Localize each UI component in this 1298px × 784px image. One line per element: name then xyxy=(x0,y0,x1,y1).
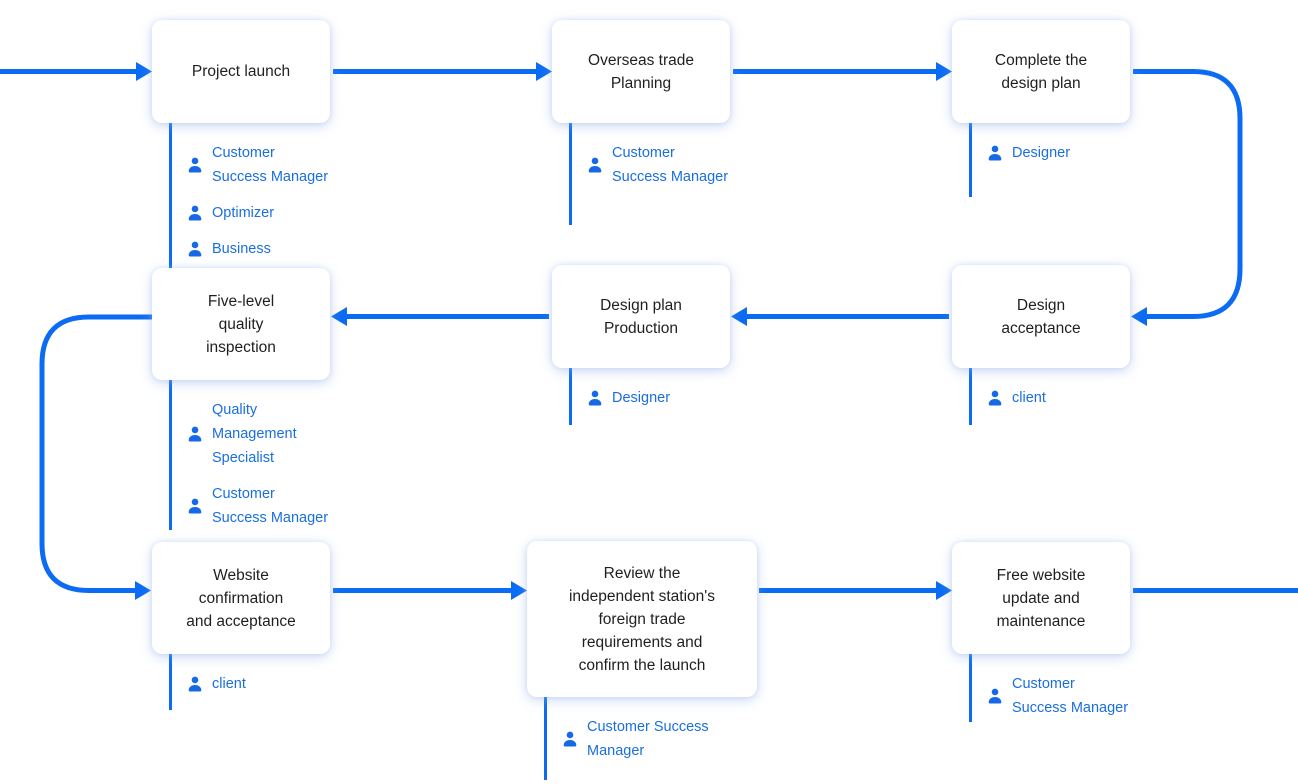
arrowhead xyxy=(731,307,747,326)
node-overseas-trade-planning: Overseas trade Planning Customer Success… xyxy=(552,20,730,225)
role-list: Quality Management Specialist Customer S… xyxy=(186,398,330,530)
arrowhead xyxy=(135,581,151,600)
role-label: Designer xyxy=(1012,145,1071,161)
node-box[interactable]: Complete the design plan xyxy=(952,20,1130,123)
role-label: Customer Success Manager xyxy=(212,486,329,526)
role-item: Business xyxy=(186,237,330,261)
role-list: Customer Success Manager xyxy=(986,672,1130,720)
role-item: Customer Success Manager xyxy=(186,141,330,189)
role-item: Customer Success Manager xyxy=(186,482,330,530)
role-item: Quality Management Specialist xyxy=(186,398,330,470)
arrowhead xyxy=(536,62,552,81)
node-title: Design plan Production xyxy=(600,296,682,337)
node-title: Project launch xyxy=(191,63,291,80)
node-box[interactable]: Five-level quality inspection xyxy=(152,268,330,380)
node-website-confirmation-and-acceptance: Website confirmation and acceptance clie… xyxy=(152,542,330,710)
role-label: Customer Success Manager xyxy=(587,719,709,759)
person-icon xyxy=(988,145,1002,161)
role-item: client xyxy=(986,386,1130,410)
node-box[interactable]: Website confirmation and acceptance xyxy=(152,542,330,654)
role-list: client xyxy=(186,672,330,696)
person-icon xyxy=(188,676,202,692)
role-label: client xyxy=(1012,390,1046,406)
person-icon xyxy=(188,241,202,257)
person-icon xyxy=(563,731,577,747)
role-label: client xyxy=(212,676,246,692)
role-item: Optimizer xyxy=(186,201,330,225)
person-icon xyxy=(188,157,202,173)
node-box[interactable]: Design plan Production xyxy=(552,265,730,368)
arrowhead xyxy=(511,581,527,600)
person-icon xyxy=(588,390,602,406)
node-design-plan-production: Design plan Production Designer xyxy=(552,265,730,425)
role-connector-line xyxy=(969,652,972,722)
role-item: Customer Success Manager xyxy=(561,715,757,763)
role-list: Customer Success Manager Optimizer Busin… xyxy=(186,141,330,261)
role-list: client xyxy=(986,386,1130,410)
node-review-independent-station: Review the independent station's foreign… xyxy=(527,541,757,780)
person-icon xyxy=(188,426,202,442)
node-five-level-quality-inspection: Five-level quality inspection Quality Ma… xyxy=(152,268,330,530)
role-connector-line xyxy=(569,121,572,225)
role-item: Designer xyxy=(986,141,1130,165)
role-item: Customer Success Manager xyxy=(586,141,730,189)
arrowhead xyxy=(331,307,347,326)
role-label: Customer Success Manager xyxy=(1012,676,1129,716)
node-title: Overseas trade Planning xyxy=(588,51,694,92)
node-title: Free website update and maintenance xyxy=(996,566,1086,630)
role-connector-line xyxy=(969,121,972,197)
role-list: Customer Success Manager xyxy=(561,715,757,763)
role-connector-line xyxy=(169,378,172,530)
node-free-website-update-and-maintenance: Free website update and maintenance Cust… xyxy=(952,542,1130,722)
node-box[interactable]: Overseas trade Planning xyxy=(552,20,730,123)
node-title: Five-level quality inspection xyxy=(206,292,276,356)
person-icon xyxy=(988,390,1002,406)
person-icon xyxy=(588,157,602,173)
node-project-launch: Project launch Customer Success Manager … xyxy=(152,20,330,278)
role-connector-line xyxy=(169,121,172,278)
node-design-acceptance: Design acceptance client xyxy=(952,265,1130,425)
node-complete-the-design-plan: Complete the design plan Designer xyxy=(952,20,1130,197)
role-label: Quality Management Specialist xyxy=(212,402,297,466)
role-list: Designer xyxy=(586,386,730,410)
role-label: Customer Success Manager xyxy=(612,145,729,185)
node-box[interactable]: Review the independent station's foreign… xyxy=(527,541,757,697)
role-label: Customer Success Manager xyxy=(212,145,329,185)
person-icon xyxy=(988,688,1002,704)
role-list: Designer xyxy=(986,141,1130,165)
arrowhead xyxy=(1131,307,1147,326)
node-title: Review the independent station's foreign… xyxy=(568,564,716,674)
node-title: Website confirmation and acceptance xyxy=(186,566,296,630)
role-item: Customer Success Manager xyxy=(986,672,1130,720)
role-connector-line xyxy=(569,366,572,425)
node-title: Complete the design plan xyxy=(994,51,1088,92)
role-label: Designer xyxy=(612,390,671,406)
node-title: Design acceptance xyxy=(1001,296,1081,337)
node-box[interactable]: Free website update and maintenance xyxy=(952,542,1130,654)
arrowhead xyxy=(936,62,952,81)
role-connector-line xyxy=(969,366,972,425)
arrowhead xyxy=(136,62,152,81)
role-label: Optimizer xyxy=(212,205,275,221)
role-label: Business xyxy=(212,241,271,257)
role-item: Designer xyxy=(586,386,730,410)
arrow-complete-design-to-design-acceptance xyxy=(1133,69,1243,319)
person-icon xyxy=(188,498,202,514)
node-box[interactable]: Design acceptance xyxy=(952,265,1130,368)
arrow-five-level-to-website-confirmation xyxy=(39,314,152,593)
role-connector-line xyxy=(169,652,172,710)
role-connector-line xyxy=(544,695,547,780)
node-box[interactable]: Project launch xyxy=(152,20,330,123)
arrowhead xyxy=(936,581,952,600)
person-icon xyxy=(188,205,202,221)
role-item: client xyxy=(186,672,330,696)
role-list: Customer Success Manager xyxy=(586,141,730,189)
